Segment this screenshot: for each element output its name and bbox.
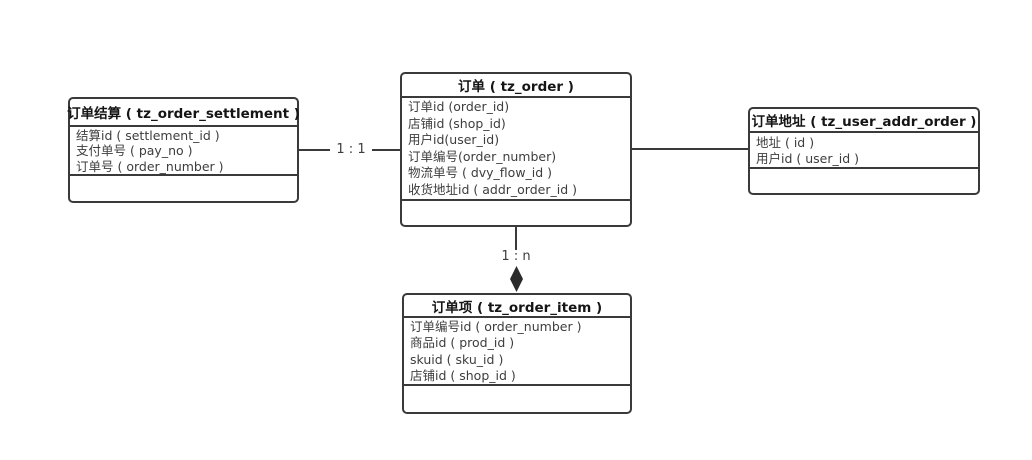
connector-order-item (515, 227, 517, 250)
field-row: 收货地址id ( addr_order_id ) (408, 181, 577, 197)
table-title: 订单地址 ( tz_user_addr_order ) (750, 109, 978, 133)
entity-table-order[interactable]: 订单 ( tz_order ) 订单id (order_id) 店铺id (sh… (400, 72, 632, 227)
field-row: 订单id (order_id) (408, 99, 510, 114)
field-row: 商品id ( prod_id ) (410, 335, 515, 351)
field-row: 用户id ( user_id ) (756, 151, 860, 166)
entity-table-order-settlement[interactable]: 订单结算 ( tz_order_settlement ) 结算id ( sett… (67, 97, 300, 203)
diamond-arrow-icon (510, 266, 523, 292)
entity-table-user-addr-order[interactable]: 订单地址 ( tz_user_addr_order ) 地址 ( id ) 用户… (748, 107, 980, 195)
table-empty-section (404, 386, 630, 412)
field-row: 地址 ( id ) (756, 134, 815, 150)
table-title: 订单项 ( tz_order_item ) (404, 295, 630, 318)
field-row: 订单编号id ( order_number ) (410, 319, 582, 334)
table-empty-section (70, 176, 297, 201)
entity-table-order-item[interactable]: 订单项 ( tz_order_item ) 订单编号id ( order_num… (402, 293, 632, 414)
table-fields: 订单id (order_id) 店铺id (shop_id) 用户id(user… (402, 98, 630, 201)
connector-order-addr (632, 148, 748, 150)
field-row: 物流单号 ( dvy_flow_id ) (408, 165, 553, 181)
table-fields: 结算id ( settlement_id ) 支付单号 ( pay_no ) 订… (70, 127, 297, 177)
connector-label-1-n: 1 : n (501, 249, 531, 264)
connector-label-1-1: 1 : 1 (330, 142, 372, 158)
field-row: skuid ( sku_id ) (410, 351, 504, 367)
field-row: 订单编号(order_number) (408, 148, 557, 164)
field-row: 订单号 ( order_number ) (76, 158, 224, 174)
table-title: 订单结算 ( tz_order_settlement ) (67, 99, 300, 127)
table-title: 订单 ( tz_order ) (402, 74, 630, 98)
field-row: 店铺id (shop_id) (408, 115, 506, 131)
field-row: 结算id ( settlement_id ) (76, 128, 220, 143)
table-empty-section (750, 169, 978, 193)
table-empty-section (402, 201, 630, 225)
table-fields: 地址 ( id ) 用户id ( user_id ) (750, 133, 978, 169)
field-row: 店铺id ( shop_id ) (410, 367, 516, 383)
table-fields: 订单编号id ( order_number ) 商品id ( prod_id )… (404, 318, 630, 387)
field-row: 支付单号 ( pay_no ) (76, 143, 193, 159)
field-row: 用户id(user_id) (408, 132, 500, 148)
